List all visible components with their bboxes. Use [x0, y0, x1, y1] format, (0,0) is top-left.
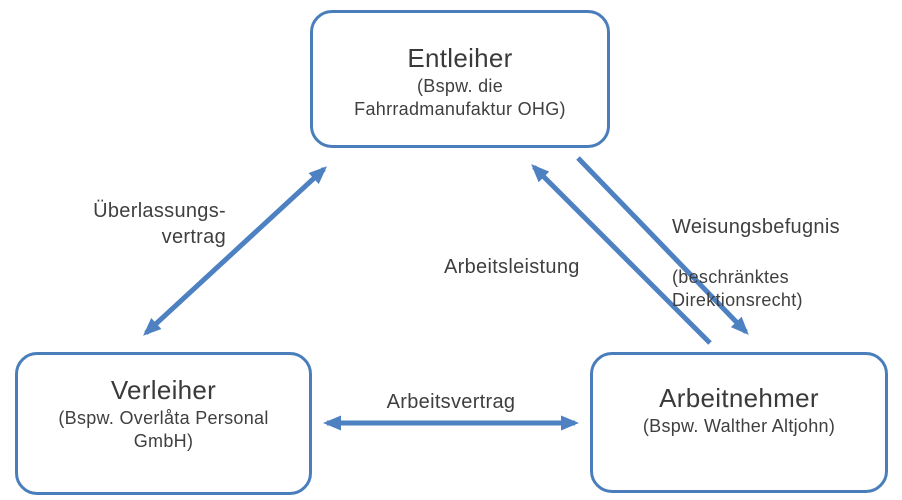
edge-label-weisungsbefugnis: Weisungsbefugnis (beschränktes Direktion…	[672, 188, 840, 338]
arrow-ueberlassungsvertrag	[143, 166, 327, 336]
edge-label-weisungsbefugnis-sub: (beschränktes Direktionsrecht)	[672, 267, 803, 310]
node-verleiher-subtitle: (Bspw. Overlåta Personal GmbH)	[58, 408, 269, 451]
edge-label-ueberlassungsvertrag: Überlassungs- vertrag	[93, 200, 226, 248]
edge-label-arbeitsleistung: Arbeitsleistung	[444, 256, 580, 278]
edge-label-arbeitsvertrag: Arbeitsvertrag	[386, 391, 516, 413]
node-arbeitnehmer: Arbeitnehmer (Bspw. Walther Altjohn)	[590, 352, 888, 493]
node-entleiher-title: Entleiher	[407, 43, 513, 73]
edge-label-weisungsbefugnis-main: Weisungsbefugnis	[672, 216, 840, 238]
node-verleiher: Verleiher (Bspw. Overlåta Personal GmbH)	[15, 352, 312, 495]
node-arbeitnehmer-subtitle: (Bspw. Walther Altjohn)	[642, 416, 836, 436]
node-entleiher: Entleiher (Bspw. die Fahrradmanufaktur O…	[310, 10, 610, 148]
node-arbeitnehmer-title: Arbeitnehmer	[659, 383, 819, 413]
node-entleiher-subtitle: (Bspw. die Fahrradmanufaktur OHG)	[354, 76, 566, 119]
node-verleiher-title: Verleiher	[110, 375, 217, 405]
